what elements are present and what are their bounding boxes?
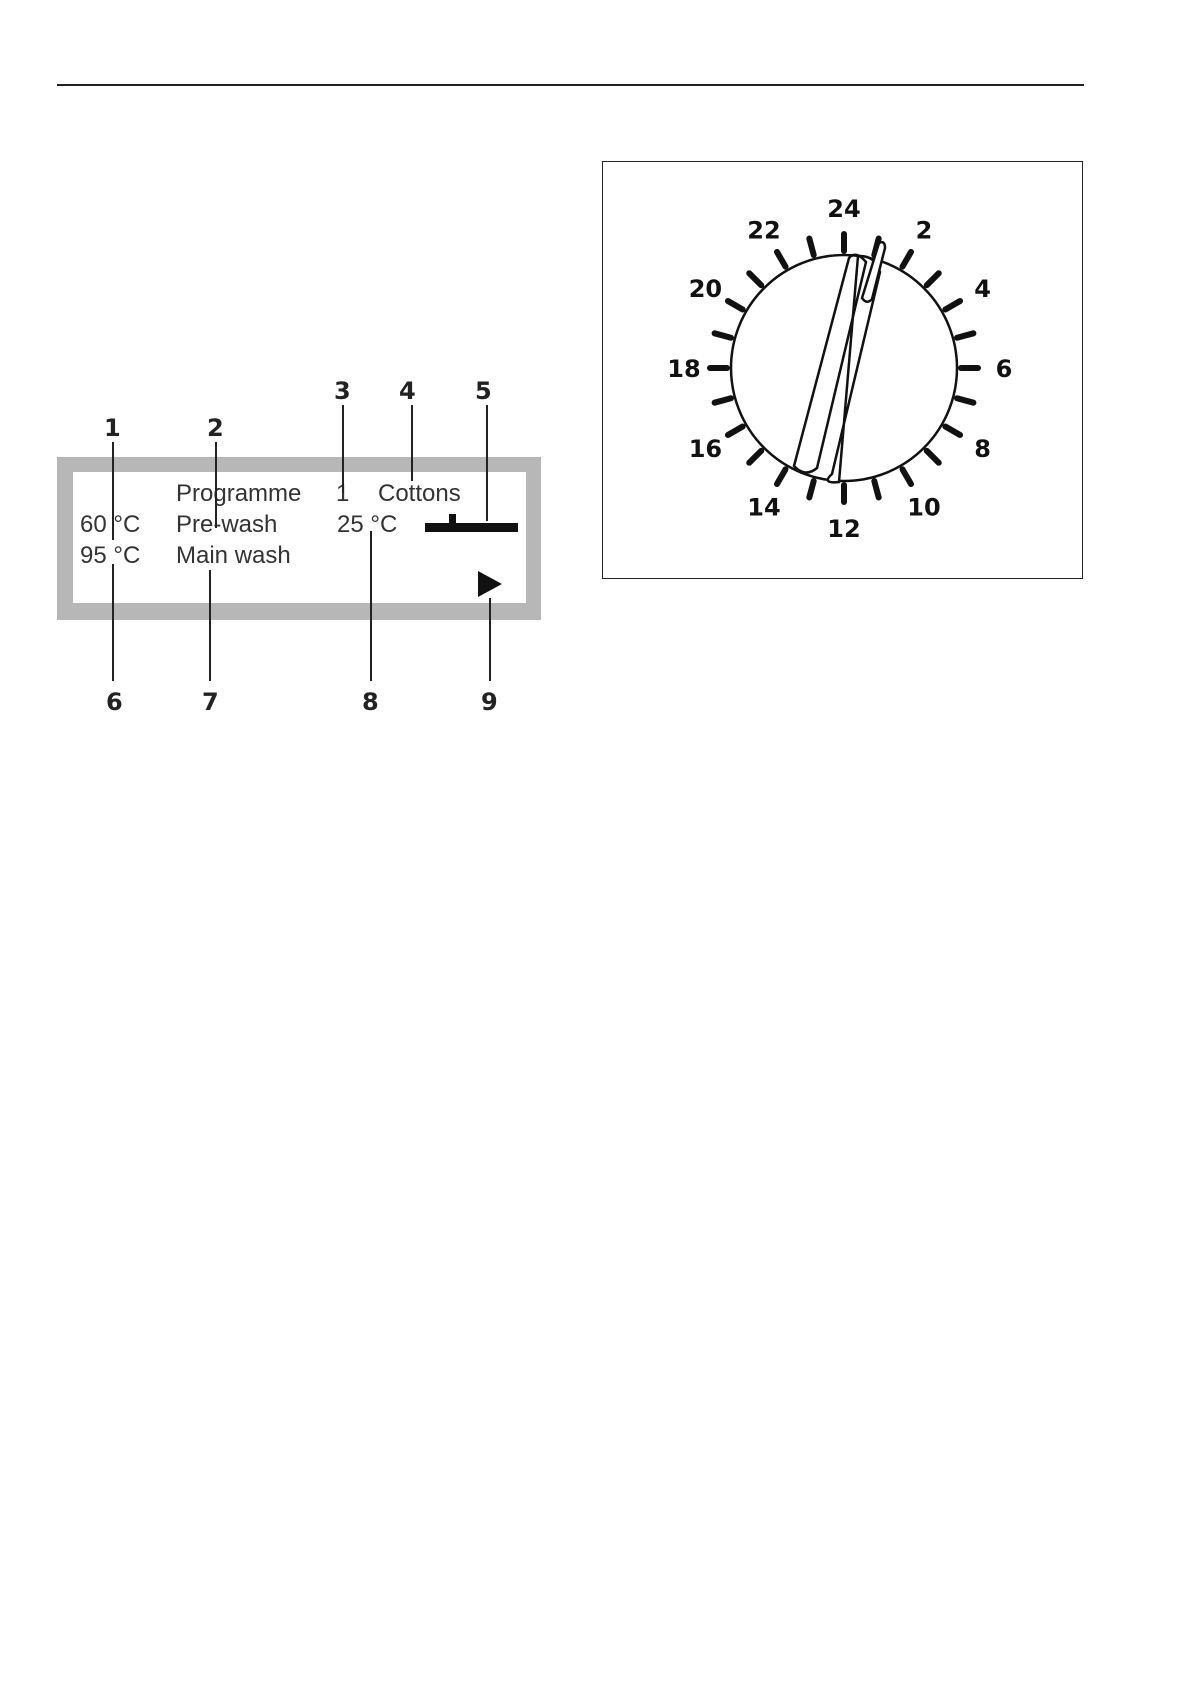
dial-label: 10 <box>907 494 940 522</box>
dial-tick <box>874 481 878 497</box>
dial-tick <box>749 451 761 463</box>
dial-label: 24 <box>827 195 860 223</box>
dial-label: 6 <box>996 355 1013 383</box>
dial-tick <box>945 301 960 310</box>
dial-tick <box>903 252 912 267</box>
dial-label: 4 <box>974 275 991 303</box>
dial-tick <box>945 427 960 436</box>
dial-label: 22 <box>747 216 780 244</box>
dial-label: 20 <box>689 275 722 303</box>
dial-tick <box>927 451 939 463</box>
dial-tick <box>715 333 731 337</box>
dial-label: 8 <box>974 435 991 463</box>
dial-tick <box>927 273 939 285</box>
dial-tick <box>715 398 731 402</box>
dial-tick <box>749 273 761 285</box>
dial-label: 14 <box>747 494 780 522</box>
dial-label: 18 <box>667 355 700 383</box>
dial-tick <box>728 427 743 436</box>
dial-tick <box>728 301 743 310</box>
dial-label: 16 <box>689 435 722 463</box>
dial-label: 2 <box>916 216 933 244</box>
dial-tick <box>903 469 912 484</box>
dial-tick <box>957 333 973 337</box>
dial-tick <box>957 398 973 402</box>
dial-label: 12 <box>827 515 860 543</box>
dial-tick <box>777 469 786 484</box>
dial-knob[interactable] <box>731 255 957 481</box>
dial-tick <box>809 239 813 255</box>
dial-tick <box>809 481 813 497</box>
dial-tick <box>777 252 786 267</box>
